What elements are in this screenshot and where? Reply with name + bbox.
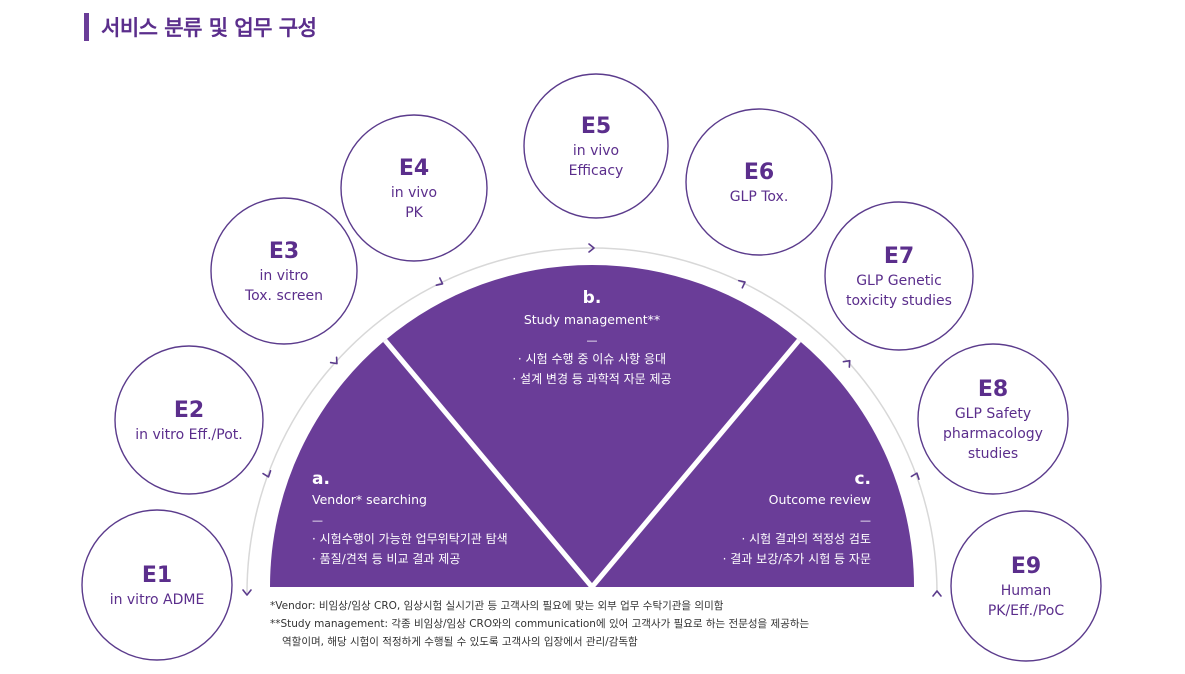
service-circle-e2: E2 in vitro Eff./Pot. [114, 345, 264, 495]
service-label: in vitro Eff./Pot. [135, 427, 242, 443]
segment-a-dash: — [312, 514, 323, 527]
segment-c-dash: — [860, 514, 871, 527]
segment-a-bullet: · 시험수행이 가능한 업무위탁기관 탐색 [312, 531, 508, 546]
arc-chevron-icon [910, 472, 920, 480]
segment-c-letter: c. [854, 469, 871, 489]
service-fan: a. Vendor* searching — · 시험수행이 가능한 업무위탁기관 탐… [270, 265, 914, 589]
arc-chevron-icon [329, 356, 338, 365]
service-label: GLP Tox. [730, 189, 789, 205]
arc-chevron-icon [588, 243, 595, 253]
segment-divider [383, 338, 594, 589]
segment-a-name: Vendor* searching [312, 492, 427, 507]
service-code: E7 [884, 244, 914, 269]
service-label: PK [405, 205, 423, 221]
page-title: 서비스 분류 및 업무 구성 [101, 16, 317, 40]
segment-c-name: Outcome review [769, 492, 871, 507]
note-study-management-2: 역할이며, 해당 시험이 적정하게 수행될 수 있도록 고객사의 입장에서 관리… [282, 636, 638, 648]
service-code: E8 [978, 377, 1008, 402]
segment-a-wedge [270, 340, 592, 587]
section-title: 서비스 분류 및 업무 구성 [84, 12, 317, 42]
segment-a-bullet: · 품질/견적 등 비교 결과 제공 [312, 552, 460, 566]
title-accent-bar [84, 13, 89, 41]
service-code: E2 [174, 398, 204, 423]
service-circles: E1 in vitro ADME E2 in vitro Eff./Pot. E3 in … [81, 73, 1102, 662]
arc-line [246, 247, 938, 594]
service-code: E5 [581, 114, 611, 139]
service-label: PK/Eff./PoC [988, 603, 1065, 619]
service-label: in vivo [391, 185, 437, 201]
service-label: Human [1001, 583, 1052, 599]
segment-a-letter: a. [312, 469, 330, 489]
service-label: in vivo [573, 143, 619, 159]
service-circle-e1: E1 in vitro ADME [81, 509, 233, 661]
segment-c-bullet: · 결과 보강/추가 시험 등 자문 [723, 552, 871, 566]
service-code: E4 [399, 156, 429, 181]
service-label: Efficacy [569, 163, 624, 179]
segment-b-dash: — [587, 334, 598, 347]
arc-chevron-icon [737, 279, 746, 289]
service-label: toxicity studies [846, 293, 952, 309]
segment-b-bullet: · 시험 수행 중 이슈 사항 응대 [518, 351, 666, 366]
segment-c-wedge [592, 340, 914, 587]
service-label: studies [968, 446, 1018, 462]
service-label: pharmacology [943, 426, 1043, 442]
service-code: E3 [269, 239, 299, 264]
service-code: E1 [142, 563, 172, 588]
arc-chevron-icon [842, 359, 851, 368]
segment-b-bullet: · 설계 변경 등 과학적 자문 제공 [512, 372, 671, 386]
process-arc [242, 243, 942, 597]
footnotes: *Vendor: 비임상/임상 CRO, 임상시험 실시기관 등 고객사의 필요… [270, 597, 809, 651]
service-code: E6 [744, 160, 774, 185]
segment-b-letter: b. [583, 288, 602, 308]
service-code: E9 [1011, 554, 1041, 579]
segment-c-bullet: · 시험 결과의 적정성 검토 [742, 532, 871, 546]
note-study-management-1: **Study management: 각종 비임상/임상 CRO와의 comm… [270, 618, 810, 630]
service-label: in vitro [260, 268, 309, 284]
arc-chevron-icon [932, 590, 942, 597]
segment-divider [590, 338, 801, 589]
arc-chevron-icon [262, 470, 272, 478]
service-label: GLP Safety [955, 406, 1031, 422]
segment-b-wedge [385, 265, 799, 587]
service-label: Tox. screen [244, 288, 323, 304]
arc-chevron-icon [242, 589, 252, 596]
service-label: in vitro ADME [110, 592, 205, 608]
service-label: GLP Genetic [856, 273, 942, 289]
note-vendor: *Vendor: 비임상/임상 CRO, 임상시험 실시기관 등 고객사의 필요… [270, 600, 724, 612]
arc-chevron-icon [435, 277, 444, 286]
segment-b-name: Study management** [524, 312, 660, 327]
